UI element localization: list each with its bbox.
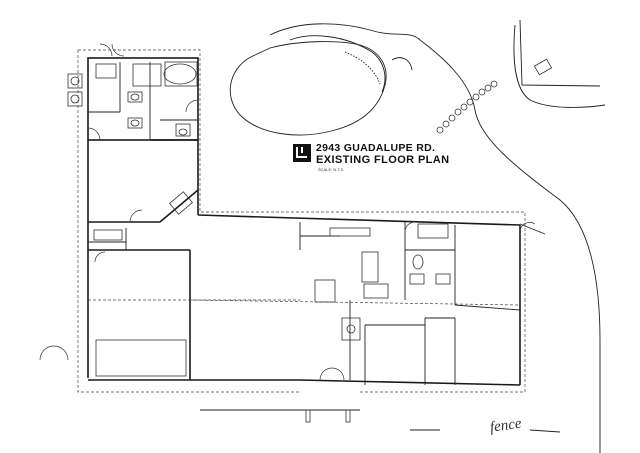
outdoor-grill <box>533 58 553 76</box>
bedroom-walls <box>88 189 199 223</box>
stone-row <box>436 80 498 134</box>
patio-posts <box>200 409 561 433</box>
plan-title: EXISTING FLOOR PLAN <box>316 154 450 166</box>
master-suite-walls <box>87 43 199 378</box>
architect-logo-icon <box>293 144 311 162</box>
scale-note: SCALE: N.T.S. <box>318 167 345 172</box>
main-house-walls <box>189 214 546 386</box>
landscape-outline <box>229 19 606 453</box>
address-label: 2943 GUADALUPE RD. <box>316 142 436 154</box>
garage-walls <box>39 228 300 381</box>
roof-outline <box>77 49 526 393</box>
ac-condenser-icon <box>67 73 83 107</box>
